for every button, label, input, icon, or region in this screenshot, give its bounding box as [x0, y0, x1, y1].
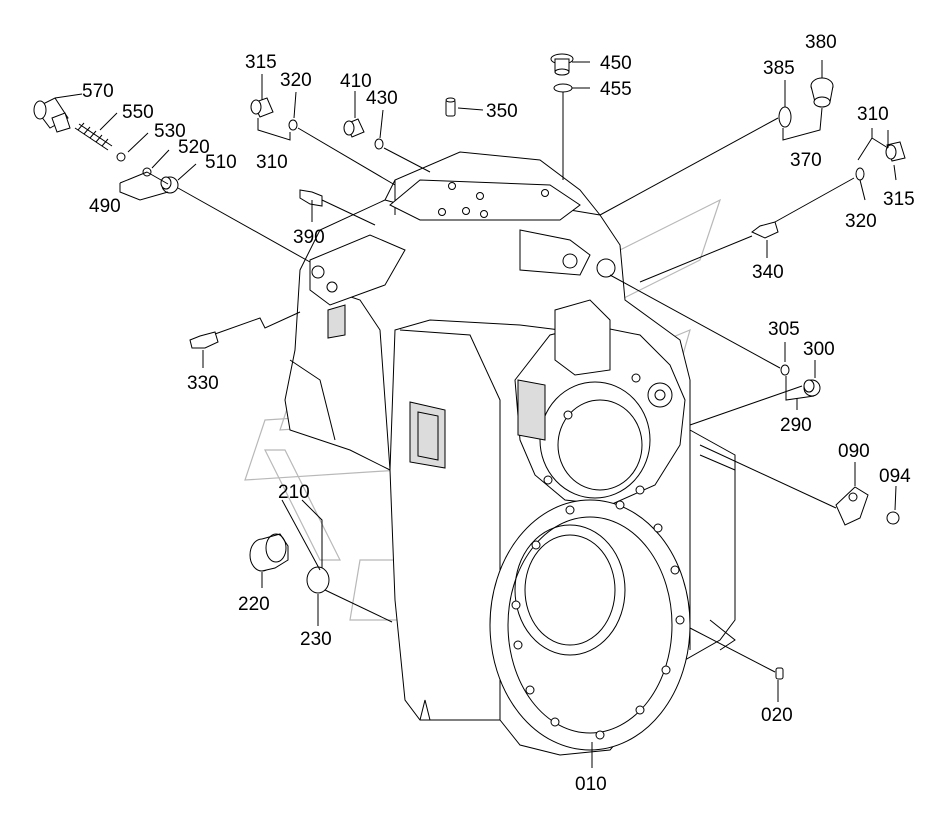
part-330-drawing [189, 331, 219, 349]
label-020: 020 [761, 705, 793, 726]
label-510: 510 [205, 152, 237, 173]
part-530-drawing [116, 152, 126, 162]
label-230: 230 [300, 629, 332, 650]
label-430: 430 [366, 88, 398, 109]
label-550: 550 [122, 102, 154, 123]
transmission-housing [284, 151, 736, 756]
part-450-drawing [550, 53, 574, 76]
label-305: 305 [768, 319, 800, 340]
label-570: 570 [82, 81, 114, 102]
label-094: 094 [879, 466, 911, 487]
label-390: 390 [293, 227, 325, 248]
label-310-right: 310 [857, 104, 889, 125]
part-090-drawing [835, 486, 869, 526]
part-094-drawing [886, 511, 900, 525]
part-430-drawing [374, 138, 384, 150]
label-090: 090 [838, 441, 870, 462]
label-340: 340 [752, 262, 784, 283]
part-labels: 570 550 530 520 510 490 315 320 310 410 … [82, 32, 915, 795]
label-290: 290 [780, 415, 812, 436]
part-315-left-drawing [250, 97, 274, 118]
label-410: 410 [340, 71, 372, 92]
part-410-drawing [343, 118, 365, 138]
label-530: 530 [154, 121, 186, 142]
label-310-left: 310 [256, 152, 288, 173]
part-020-drawing [775, 667, 784, 680]
part-550-drawing [74, 122, 113, 151]
label-220: 220 [238, 594, 270, 615]
part-380-drawing [810, 77, 834, 108]
part-320-left-drawing [288, 119, 298, 131]
label-380: 380 [805, 32, 837, 53]
label-455: 455 [600, 79, 632, 100]
label-315-left: 315 [245, 52, 277, 73]
part-510-drawing [160, 176, 179, 194]
part-455-drawing [553, 83, 573, 93]
label-010: 010 [575, 774, 607, 795]
label-210: 210 [278, 482, 310, 503]
part-315-right-drawing [885, 141, 906, 162]
label-315-right: 315 [883, 189, 915, 210]
part-390-drawing [299, 189, 323, 207]
part-305-drawing [780, 364, 790, 376]
part-570-drawing [33, 97, 71, 133]
leader-lines [54, 60, 897, 768]
label-520: 520 [178, 137, 210, 158]
part-350-drawing [445, 97, 456, 117]
label-370: 370 [790, 150, 822, 171]
label-490: 490 [89, 196, 121, 217]
label-300: 300 [803, 339, 835, 360]
part-320-right-drawing [855, 167, 865, 181]
label-320-left: 320 [280, 70, 312, 91]
part-300-drawing [803, 379, 821, 397]
label-385: 385 [763, 58, 795, 79]
part-220-drawing [249, 533, 289, 572]
label-320-right: 320 [845, 211, 877, 232]
part-340-drawing [751, 221, 779, 239]
label-350: 350 [486, 101, 518, 122]
part-385-drawing [778, 106, 792, 128]
label-330: 330 [187, 373, 219, 394]
part-230-drawing [306, 566, 330, 594]
label-450: 450 [600, 53, 632, 74]
